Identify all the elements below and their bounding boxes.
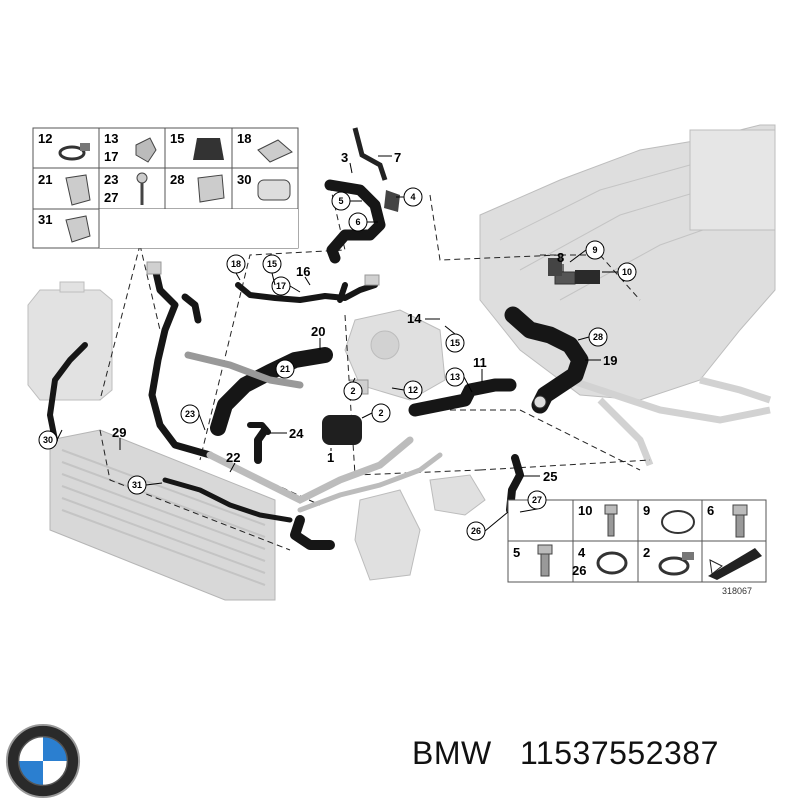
leader-lines bbox=[99, 184, 651, 551]
callout-label: 10 bbox=[622, 267, 632, 277]
radiator bbox=[49, 429, 276, 601]
legend-label: 26 bbox=[572, 563, 586, 578]
callout-label: 18 bbox=[231, 259, 241, 269]
callout-label: 1 bbox=[327, 450, 334, 465]
bracket-clip-icon bbox=[197, 174, 225, 203]
hose-clamp-icon bbox=[58, 143, 90, 161]
legend-label: 18 bbox=[237, 131, 251, 146]
bmw-logo bbox=[5, 723, 81, 799]
push-pin-icon bbox=[136, 172, 148, 205]
hose-clip-icon bbox=[257, 139, 293, 163]
part-number: 11537552387 bbox=[520, 735, 719, 771]
callout-label: 22 bbox=[226, 450, 240, 465]
legend-label: 10 bbox=[578, 503, 592, 518]
bolt-icon bbox=[604, 504, 618, 537]
legend-label: 30 bbox=[237, 172, 251, 187]
hose-clamp-icon bbox=[257, 179, 291, 201]
bracket-clip-icon bbox=[65, 174, 91, 206]
legend-label: 4 bbox=[578, 545, 586, 560]
legend-label: 6 bbox=[707, 503, 714, 518]
callout-label: 31 bbox=[132, 480, 142, 490]
thermostat-housing bbox=[344, 309, 486, 581]
callout-label: 21 bbox=[280, 364, 290, 374]
drawing-number: 318067 bbox=[722, 586, 752, 596]
callout-label: 27 bbox=[532, 495, 542, 505]
callout-label: 30 bbox=[43, 435, 53, 445]
circled-callout-labels: 5 6 4 18 15 17 9 10 28 21 15 2 12 13 2 2… bbox=[43, 192, 632, 536]
top-legend: 12 13 17 15 18 21 23 27 28 30 31 bbox=[32, 127, 299, 249]
brand-name: BMW bbox=[412, 735, 492, 771]
legend-label: 23 bbox=[104, 172, 118, 187]
legend-label: 12 bbox=[38, 131, 52, 146]
exhaust-pipes bbox=[568, 376, 772, 467]
callout-label: 15 bbox=[450, 338, 460, 348]
legend-label: 27 bbox=[104, 190, 118, 205]
legend-label: 21 bbox=[38, 172, 52, 187]
bottom-legend: 10 9 6 5 4 26 2 bbox=[507, 499, 767, 583]
callout-leaders bbox=[56, 196, 618, 532]
legend-label: 28 bbox=[170, 172, 184, 187]
legend-label: 17 bbox=[104, 149, 118, 164]
legend-label: 9 bbox=[643, 503, 650, 518]
coolant-hoses bbox=[47, 179, 589, 550]
callout-label: 8 bbox=[557, 250, 564, 265]
callout-label: 11 bbox=[473, 355, 487, 370]
callout-label: 17 bbox=[276, 281, 286, 291]
socket-bolt-icon bbox=[732, 504, 748, 538]
hose-clamp-icon bbox=[658, 552, 694, 576]
callout-label: 13 bbox=[450, 372, 460, 382]
spring-clip-icon bbox=[135, 137, 157, 163]
rubber-grommet-icon bbox=[193, 138, 224, 160]
legend-label: 13 bbox=[104, 131, 118, 146]
callout-label: 5 bbox=[338, 196, 343, 206]
callout-label: 4 bbox=[410, 192, 415, 202]
callout-label: 29 bbox=[112, 425, 126, 440]
callout-label: 2 bbox=[378, 408, 383, 418]
callout-label: 23 bbox=[185, 409, 195, 419]
callout-label: 19 bbox=[603, 353, 617, 368]
callout-label: 20 bbox=[311, 324, 325, 339]
legend-label: 15 bbox=[170, 131, 184, 146]
expansion-tank bbox=[27, 281, 113, 401]
legend-label: 5 bbox=[513, 545, 520, 560]
plain-callouts: 3 7 16 20 14 11 19 8 29 22 24 1 25 bbox=[112, 150, 617, 484]
engine-block bbox=[479, 124, 776, 401]
o-ring-icon bbox=[596, 551, 628, 575]
bolt-icon bbox=[537, 544, 553, 577]
callout-label: 28 bbox=[593, 332, 603, 342]
callout-label: 16 bbox=[296, 264, 310, 279]
callout-label: 15 bbox=[267, 259, 277, 269]
callout-label: 14 bbox=[407, 311, 422, 326]
shim-arrow-icon bbox=[708, 548, 762, 580]
callout-label: 6 bbox=[355, 217, 360, 227]
clip-icon bbox=[65, 215, 91, 243]
callout-label: 3 bbox=[341, 150, 348, 165]
callout-label: 7 bbox=[394, 150, 401, 165]
metal-pipes bbox=[206, 436, 443, 513]
callout-label: 2 bbox=[350, 386, 355, 396]
legend-label: 2 bbox=[643, 545, 650, 560]
callout-label: 9 bbox=[592, 245, 597, 255]
callout-label: 12 bbox=[408, 385, 418, 395]
legend-label: 31 bbox=[38, 212, 52, 227]
o-ring-icon bbox=[661, 510, 695, 534]
callout-label: 26 bbox=[471, 526, 481, 536]
callout-label: 24 bbox=[289, 426, 304, 441]
callout-label: 25 bbox=[543, 469, 557, 484]
